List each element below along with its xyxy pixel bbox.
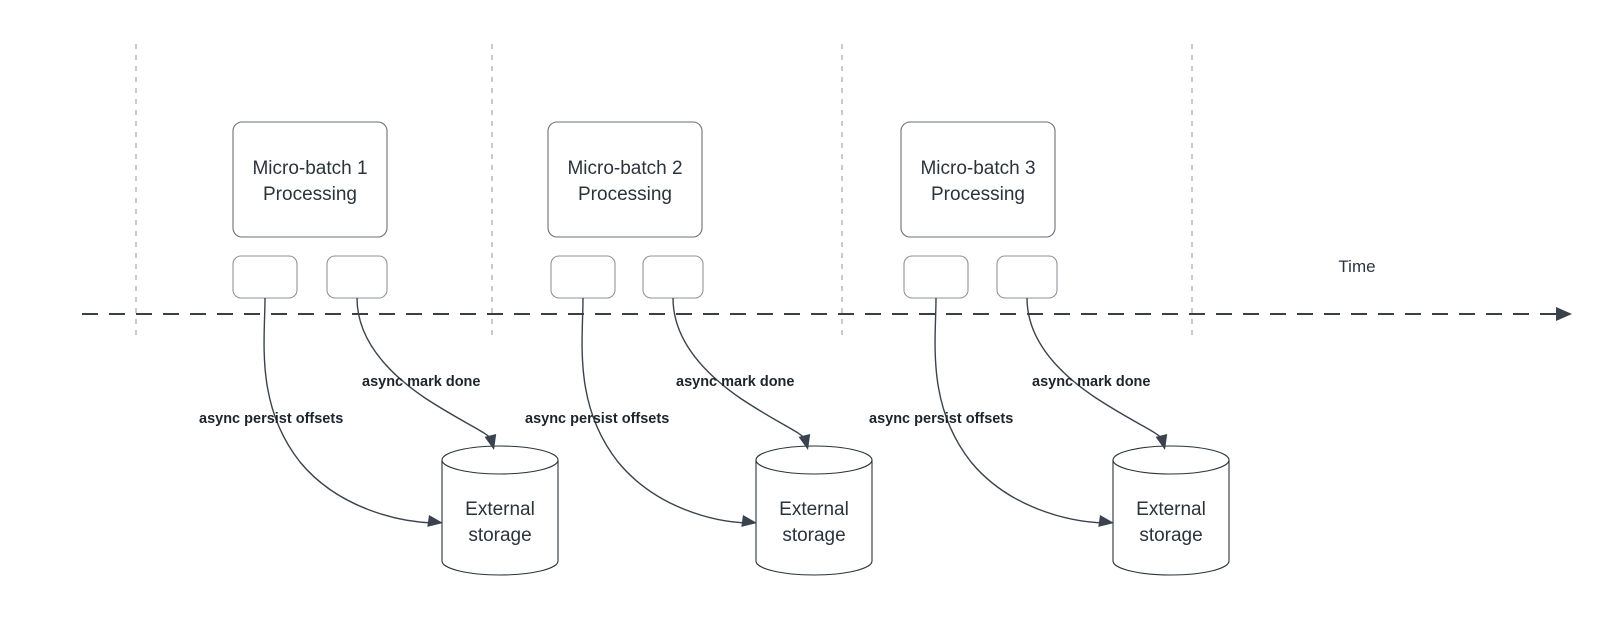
micro-batch-3-box-line1: Micro-batch 3 (920, 158, 1035, 179)
divider-lines-group (135, 44, 1193, 340)
external-storage-3-line2: storage (1139, 525, 1202, 546)
micro-batch-2-box-line1: Micro-batch 2 (567, 158, 682, 179)
external-storage-1-top (441, 445, 559, 475)
edge-async-persist-offsets-3 (934, 297, 1106, 524)
edge-async-mark-done-2 (672, 297, 807, 441)
external-storage-1-body (441, 459, 559, 576)
micro-batch-3-box-line2: Processing (931, 184, 1025, 205)
micro-batch-2-box-line2: Processing (578, 184, 672, 205)
edge-async-persist-offsets-2-label: async persist offsets (525, 411, 669, 427)
micro-batch-3-task-b[interactable] (996, 255, 1058, 299)
micro-batch-1-task-b[interactable] (326, 255, 388, 299)
edge-async-persist-offsets-3-arrow-head (1098, 514, 1114, 527)
micro-batch-1-task-a[interactable] (232, 255, 298, 299)
edge-async-persist-offsets-1-arrow-head (427, 514, 443, 527)
edge-async-persist-offsets-3-label: async persist offsets (869, 411, 1013, 427)
edge-async-persist-offsets-2 (581, 297, 749, 524)
external-storage-2-body (755, 459, 873, 576)
micro-batch-3-task-a[interactable] (903, 255, 969, 299)
edge-async-mark-done-1-arrow-head (484, 433, 497, 450)
micro-batch-3-box[interactable] (900, 121, 1056, 238)
edge-async-mark-done-3-label: async mark done (1032, 374, 1150, 390)
micro-batch-2-box[interactable] (547, 121, 703, 238)
time-axis-label: Time (1338, 257, 1375, 276)
edge-async-mark-done-2-label: async mark done (676, 374, 794, 390)
edge-async-persist-offsets-2-arrow-head (741, 514, 757, 527)
edge-async-mark-done-1 (356, 297, 493, 441)
edge-async-persist-offsets-1-label: async persist offsets (199, 411, 343, 427)
external-storage-2-line1: External (779, 499, 849, 520)
external-storage-3-line1: External (1136, 499, 1206, 520)
edge-async-mark-done-3-arrow-head (1155, 433, 1168, 450)
micro-batch-2-task-a[interactable] (550, 255, 616, 299)
edge-async-mark-done-3 (1026, 297, 1164, 441)
micro-batch-1-box-line2: Processing (263, 184, 357, 205)
external-storage-1-line1: External (465, 499, 535, 520)
external-storage-2-line2: storage (782, 525, 845, 546)
external-storage-2-top (755, 445, 873, 475)
micro-batch-1-box[interactable] (232, 121, 388, 238)
time-arrow-head (1556, 307, 1572, 321)
edge-async-mark-done-1-label: async mark done (362, 374, 480, 390)
edge-async-persist-offsets-1 (263, 297, 435, 524)
external-storage-1-line2: storage (468, 525, 531, 546)
micro-batch-1-box-line1: Micro-batch 1 (252, 158, 367, 179)
time-axis-group: Time (82, 257, 1572, 321)
external-storage-3-body (1112, 459, 1230, 576)
external-storage-3-top (1112, 445, 1230, 475)
edge-async-mark-done-2-arrow-head (798, 433, 811, 450)
micro-batch-2-task-b[interactable] (642, 255, 704, 299)
